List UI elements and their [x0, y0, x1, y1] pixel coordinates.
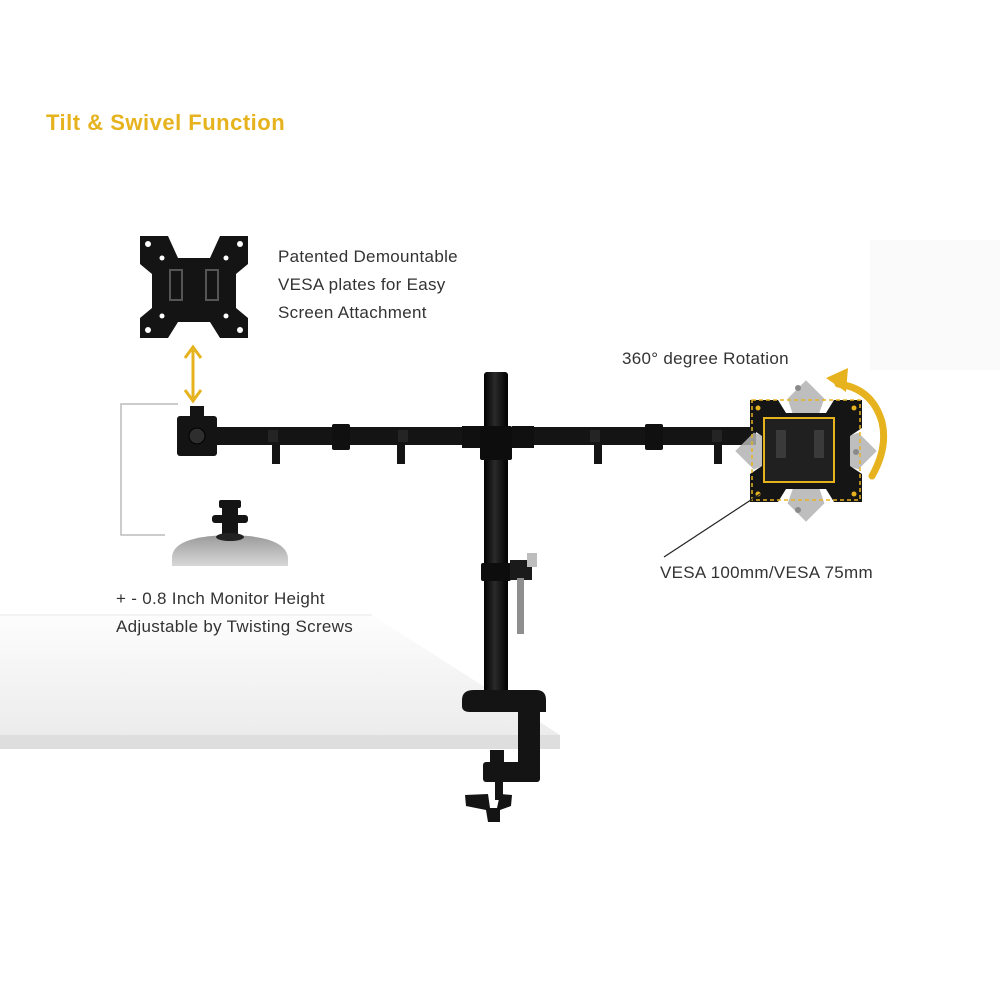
center-pole — [480, 372, 537, 702]
page-title: Tilt & Swivel Function — [46, 110, 286, 135]
vesa-plate-icon — [140, 236, 248, 338]
rotating-vesa-plate — [735, 380, 877, 522]
desk-clamp — [462, 690, 546, 822]
rotation-callout: 360° degree Rotation — [622, 349, 789, 368]
vesa-plate-callout-line-3: Screen Attachment — [278, 303, 427, 322]
vesa-size-callout: VESA 100mm/VESA 75mm — [660, 563, 873, 582]
vesa-plate-callout: Patented Demountable VESA plates for Eas… — [278, 243, 458, 327]
height-adjust-callout-line-1: + - 0.8 Inch Monitor Height — [116, 589, 325, 608]
left-tilt-joint — [177, 406, 217, 456]
height-adjust-bracket — [120, 403, 178, 536]
vesa-plate-callout-line-2: VESA plates for Easy — [278, 275, 446, 294]
background-glow — [870, 240, 1000, 370]
vesa-plate-callout-line-1: Patented Demountable — [278, 247, 458, 266]
height-adjust-callout-line-2: Adjustable by Twisting Screws — [116, 617, 354, 636]
rotation-arrow-icon — [826, 368, 888, 480]
height-adjust-callout: + - 0.8 Inch Monitor Height Adjustable b… — [116, 585, 353, 641]
height-screw-detail — [172, 500, 288, 566]
vertical-double-arrow-icon — [183, 344, 203, 404]
vesa-size-leader-line — [663, 493, 761, 558]
desk — [0, 614, 560, 749]
right-arm — [506, 424, 756, 464]
left-arm — [216, 424, 486, 464]
